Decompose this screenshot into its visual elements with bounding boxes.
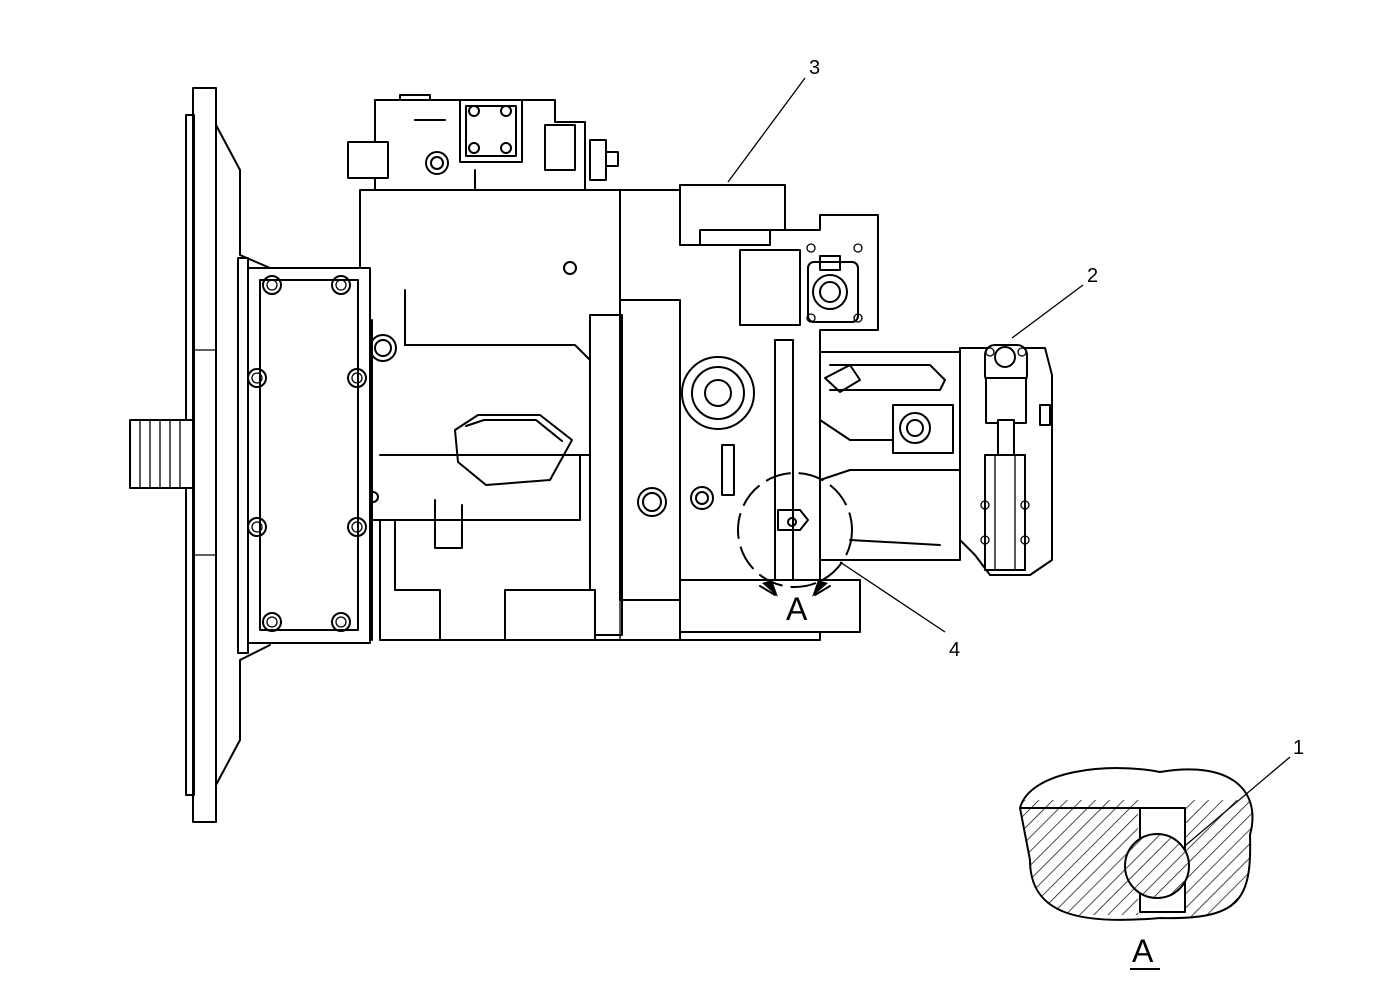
callout-4: 4: [949, 639, 960, 661]
input-shaft: [129, 419, 194, 489]
pump-housing: [359, 189, 681, 641]
view-marker-label: A: [786, 591, 808, 627]
second-pump: [819, 351, 961, 561]
leader-line-3: [727, 77, 806, 183]
callout-3: 3: [809, 57, 820, 79]
callout-2: 2: [1087, 265, 1098, 287]
detail-view-a: [1019, 767, 1254, 921]
callout-1: 1: [1293, 737, 1304, 759]
cover-plate: [247, 267, 371, 644]
leader-line-4: [839, 561, 946, 633]
valve-assembly: [959, 344, 1053, 576]
regulator-block: [347, 94, 619, 191]
detail-view-label: A: [1132, 933, 1154, 969]
bottom-housing: [504, 579, 861, 641]
view-marker: [737, 472, 853, 597]
port-block: [589, 184, 879, 641]
leader-line-2: [1011, 284, 1084, 339]
